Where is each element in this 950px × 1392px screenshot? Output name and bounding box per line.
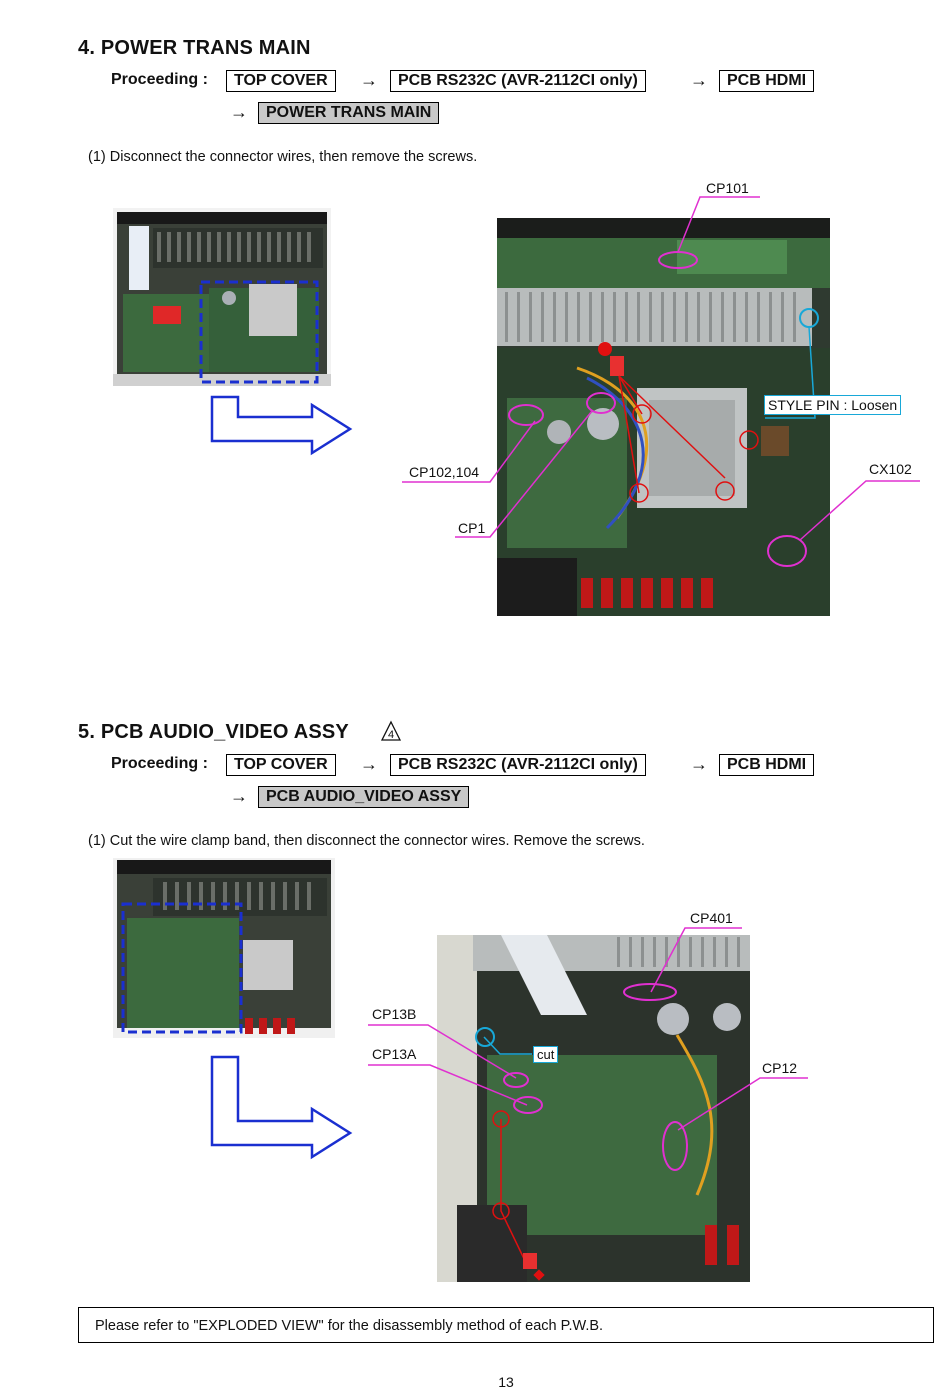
step-arrow: → — [360, 754, 378, 774]
footer-note: Please refer to "EXPLODED VIEW" for the … — [78, 1307, 934, 1343]
step-power-trans-main: POWER TRANS MAIN — [258, 102, 440, 124]
step-pcb-hdmi: PCB HDMI — [719, 754, 815, 776]
section-4-leader-lines — [402, 196, 920, 541]
section-4-title: 4. POWER TRANS MAIN — [78, 37, 311, 59]
page-number: 13 — [498, 1374, 514, 1390]
overview-photo-audio-video — [113, 858, 335, 1038]
callout-cut: cut — [533, 1046, 559, 1063]
callout-cp12: CP12 — [762, 1060, 798, 1076]
callout-cp13a: CP13A — [372, 1046, 417, 1062]
blue-direction-arrow — [210, 1055, 353, 1160]
section-5-leader-lines — [368, 927, 808, 1131]
step-pcb-hdmi: PCB HDMI — [719, 70, 815, 92]
callout-cx102: CX102 — [869, 461, 912, 477]
detail-photo-audio-video — [437, 935, 750, 1282]
step-arrow: → — [690, 70, 708, 90]
step-arrow: → — [360, 70, 378, 90]
step-pcb-audio-video-assy: PCB AUDIO_VIDEO ASSY — [258, 786, 470, 808]
warning-mark-number: 4 — [388, 729, 394, 741]
callout-cp1: CP1 — [458, 520, 486, 536]
callout-cp101: CP101 — [706, 180, 749, 196]
step-arrow: → — [230, 102, 248, 122]
overview-photo-power-trans — [113, 208, 331, 386]
step-pcb-rs232c: PCB RS232C (AVR-2112CI only) — [390, 754, 646, 776]
step-top-cover: TOP COVER — [226, 754, 336, 776]
section-4-instruction: (1) Disconnect the connector wires, then… — [88, 149, 478, 165]
step-arrow: → — [690, 754, 708, 774]
section-5-title: 5. PCB AUDIO_VIDEO ASSY — [78, 721, 349, 743]
proceeding-label: Proceeding : — [111, 71, 208, 88]
callout-cp13b: CP13B — [372, 1006, 417, 1022]
blue-direction-arrow — [210, 395, 353, 456]
callout-cp401: CP401 — [690, 910, 733, 926]
proceeding-label: Proceeding : — [111, 755, 208, 772]
callout-style-pin: STYLE PIN : Loosen — [764, 395, 902, 415]
detail-photo-power-trans — [497, 218, 830, 616]
callout-cp102-104: CP102,104 — [409, 464, 480, 480]
step-top-cover: TOP COVER — [226, 70, 336, 92]
step-pcb-rs232c: PCB RS232C (AVR-2112CI only) — [390, 70, 646, 92]
section-5-instruction: (1) Cut the wire clamp band, then discon… — [88, 833, 645, 849]
step-arrow: → — [230, 786, 248, 806]
warning-triangle-icon: 4 — [380, 720, 402, 741]
